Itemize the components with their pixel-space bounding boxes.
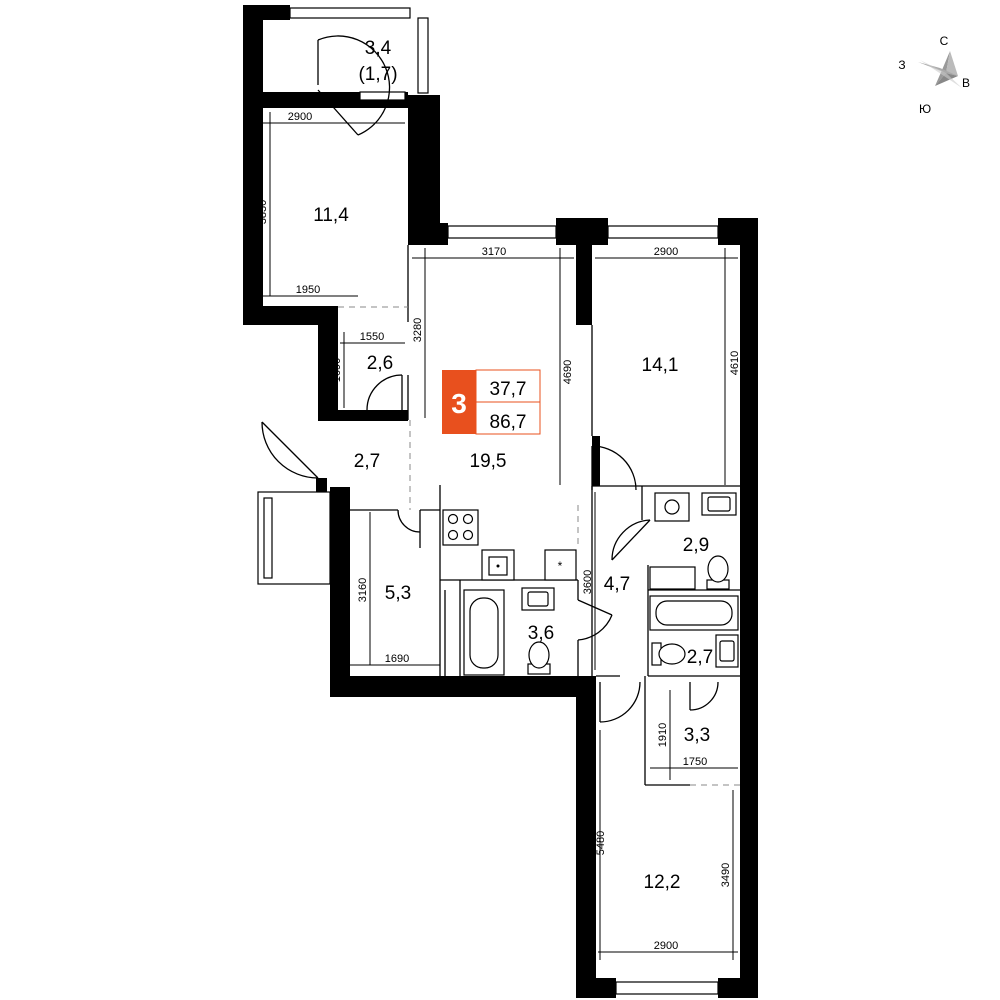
dim-3170: 3170 [482, 246, 506, 258]
room-bedroom-bottom-area: 12,2 [644, 872, 681, 893]
room-bath-main-area: 3,6 [528, 623, 554, 644]
compass-east: В [962, 76, 970, 90]
upper-toilet-icon [706, 555, 730, 590]
dim-1910: 1910 [657, 723, 669, 747]
room-bedroom-top-right-area: 14,1 [642, 355, 679, 376]
room-bath-lower-area: 2,7 [687, 647, 713, 668]
room-count: 3 [451, 388, 467, 419]
svg-text:*: * [558, 559, 563, 573]
lower-bathtub-icon [649, 595, 739, 631]
total-area-value: 86,7 [490, 412, 527, 433]
bath-sink-icon [521, 587, 555, 611]
lower-toilet-icon [651, 642, 686, 666]
upper-sink-icon [701, 492, 737, 516]
summary-badge: 3 37,7 86,7 [442, 369, 541, 435]
dim-4690: 4690 [562, 360, 574, 384]
room-count-badge [442, 370, 476, 434]
room-living-kitchen-area: 19,5 [470, 451, 507, 472]
compass-north: С [940, 34, 949, 48]
dim-3490: 3490 [720, 863, 732, 887]
dim-3280: 3280 [412, 318, 424, 342]
dim-1550: 1550 [360, 331, 384, 343]
fixtures: * [442, 492, 739, 676]
dim-3830: 3830 [257, 200, 269, 224]
kitchen-sink-icon [481, 549, 515, 581]
dim-3160: 3160 [357, 578, 369, 602]
windows [257, 7, 719, 995]
dim-2900-bottom: 2900 [654, 940, 678, 952]
washing-machine-icon [654, 492, 690, 522]
dim-2900-right: 2900 [654, 246, 678, 258]
compass-south: Ю [919, 102, 931, 116]
dim-3600: 3600 [582, 570, 594, 594]
room-labels: 3,4 (1,7) 11,4 2,6 2,7 19,5 14,1 5,3 3,6… [313, 38, 713, 893]
dimension-lines [258, 112, 738, 960]
living-area-value: 37,7 [490, 379, 527, 400]
room-wardrobe-right-area: 3,3 [684, 725, 710, 746]
room-storage-area: 2,6 [367, 353, 393, 374]
room-balcony-reduced-area: (1,7) [358, 64, 397, 85]
dim-2900-top: 2900 [288, 111, 312, 123]
walls [243, 5, 758, 998]
dim-4610: 4610 [729, 351, 741, 375]
room-balcony-area: 3,4 [365, 38, 392, 59]
room-bath-upper-area: 2,9 [683, 535, 709, 556]
dim-1950: 1950 [296, 284, 320, 296]
dimension-labels: 2900 3830 1950 3170 3280 4690 2900 4610 … [257, 111, 741, 952]
room-corridor-area: 4,7 [604, 574, 630, 595]
bathtub-icon [463, 589, 505, 676]
dim-5480: 5480 [595, 831, 607, 855]
room-bedroom-top-left-area: 11,4 [313, 205, 349, 226]
dim-1750: 1750 [683, 756, 707, 768]
room-wardrobe-left-area: 5,3 [385, 583, 411, 604]
compass-rose-icon: С В Ю З [898, 34, 970, 116]
lower-sink-icon [715, 634, 739, 668]
stove-icon [442, 509, 479, 546]
dim-1690-v: 1690 [331, 358, 343, 382]
room-hall-area: 2,7 [354, 451, 380, 472]
compass-west: З [898, 58, 905, 72]
dim-1690-h: 1690 [385, 653, 409, 665]
doors [261, 35, 719, 723]
toilet-icon [527, 641, 551, 675]
appliance-icon: * [544, 549, 577, 581]
partitions [338, 245, 740, 786]
